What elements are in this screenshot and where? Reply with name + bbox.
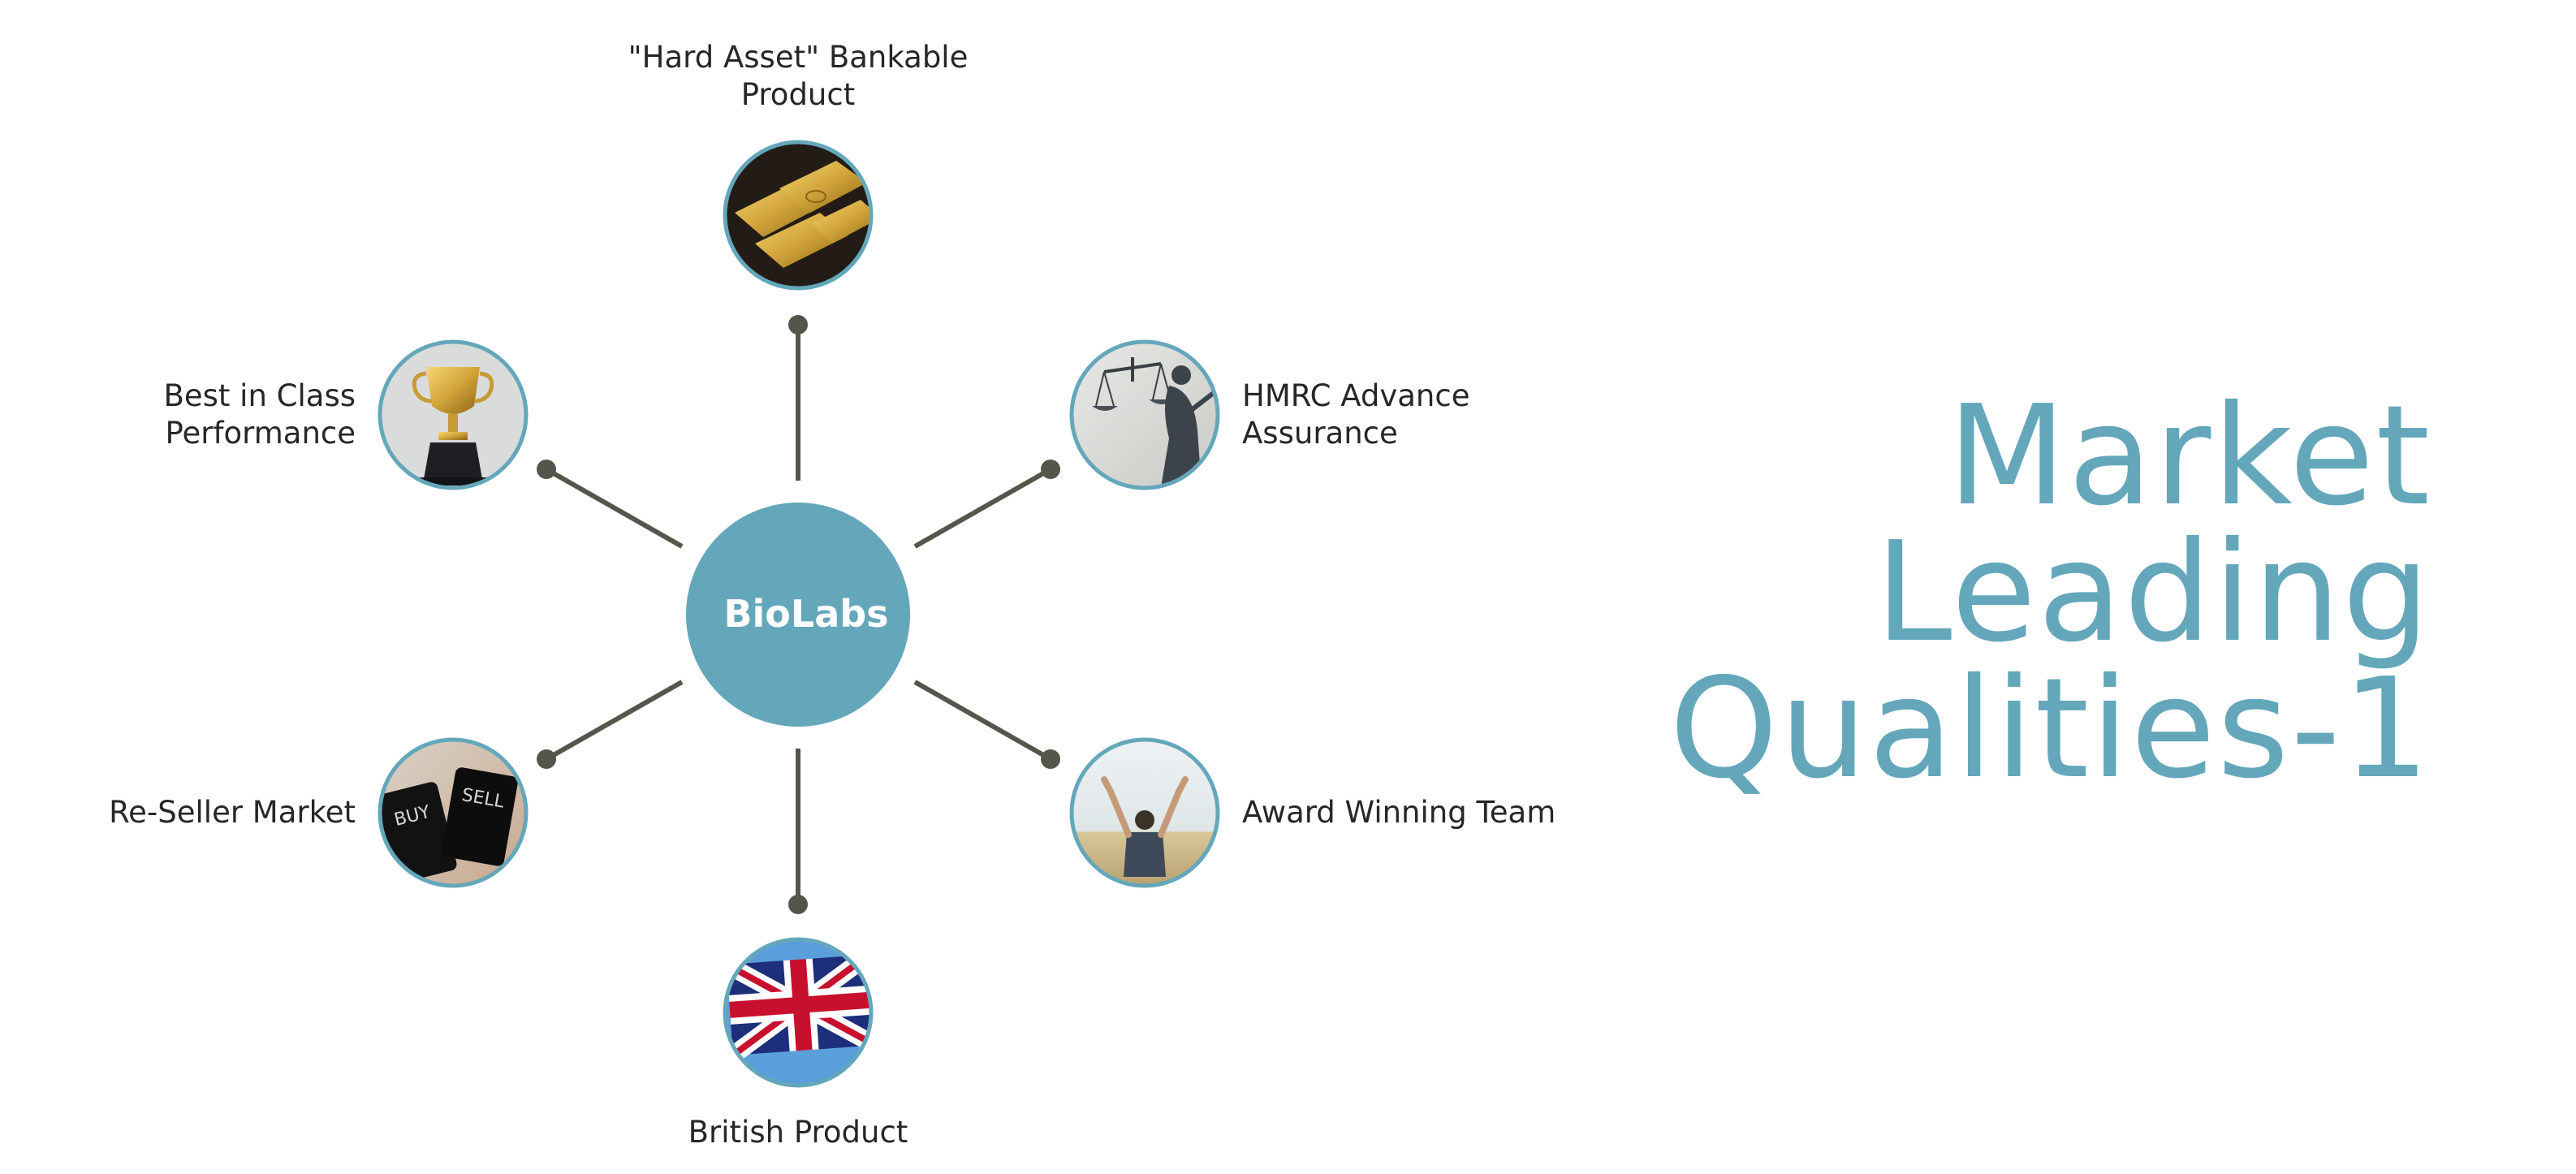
node-label-top: "Hard Asset" Bankable Product <box>595 39 1001 114</box>
node-label-bottom: British Product <box>595 1114 1001 1151</box>
union-jack-icon <box>725 947 871 1063</box>
node-label-upper-right: HMRC Advance Assurance <box>1242 378 1567 452</box>
lady-justice-icon <box>1092 357 1218 487</box>
node-label-top-line-1: "Hard Asset" Bankable <box>628 40 969 75</box>
node-top-image <box>723 140 874 291</box>
node-label-lower-left: Re-Seller Market <box>16 794 356 831</box>
node-upper-left-image <box>378 339 529 490</box>
node-label-upper-right-line-1: HMRC Advance <box>1242 378 1470 413</box>
node-label-upper-left: Best in Class Performance <box>16 378 356 452</box>
page-title: Market Leading Qualities-1 <box>1579 376 2431 809</box>
node-label-lower-left-line-1: Re-Seller Market <box>109 795 356 830</box>
connector-dot-upper-left <box>537 460 556 479</box>
hub-circle <box>686 503 910 727</box>
node-bottom-image <box>723 937 874 1088</box>
connector-lower-right <box>913 680 1052 762</box>
connector-dot-lower-right <box>1041 749 1060 769</box>
node-label-lower-right: Award Winning Team <box>1242 794 1648 831</box>
connector-lower-left <box>545 680 684 762</box>
connectors <box>537 315 1060 914</box>
node-label-bottom-line-1: British Product <box>688 1115 908 1150</box>
hub: BioLabs <box>686 503 910 727</box>
connector-upper-right <box>913 467 1052 549</box>
connector-dot-upper-right <box>1041 460 1060 479</box>
node-lower-right-image <box>1069 737 1220 888</box>
node-label-upper-left-line-1: Best in Class <box>163 378 356 413</box>
node-label-upper-right-line-2: Assurance <box>1242 416 1398 451</box>
connector-dot-top <box>788 315 808 335</box>
hub-label: BioLabs <box>723 592 888 636</box>
connector-dot-bottom <box>788 895 808 914</box>
node-lower-left-image: BUY SELL <box>378 737 529 888</box>
node-upper-right-image <box>1069 339 1220 490</box>
page-title-line-1: Market <box>1947 376 2431 537</box>
page-title-line-2: Leading <box>1875 512 2431 673</box>
connector-upper-left <box>545 467 684 549</box>
page-title-line-3: Qualities-1 <box>1669 649 2431 809</box>
person-celebrating-icon <box>1101 776 1189 877</box>
connector-dot-lower-left <box>537 749 556 769</box>
trophy-icon <box>412 367 494 486</box>
node-label-upper-left-line-2: Performance <box>165 416 356 451</box>
gold-bars-icon <box>735 161 871 268</box>
node-label-lower-right-line-1: Award Winning Team <box>1242 795 1556 830</box>
node-label-top-line-2: Product <box>740 77 856 112</box>
